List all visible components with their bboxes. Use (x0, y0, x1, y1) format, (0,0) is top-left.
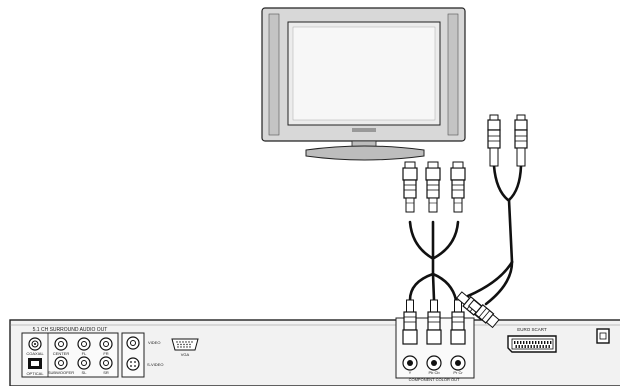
scart-port (507, 335, 557, 353)
component-cable-pb-bottom (431, 272, 436, 302)
surround-title-label: 5.1 CH SURROUND AUDIO OUT (33, 327, 108, 333)
optical-label: OPTICAL (26, 371, 44, 376)
sr-jack (99, 356, 113, 370)
plug-pb-bottom (426, 299, 442, 345)
audio-cable-right-top (507, 164, 523, 202)
plug-pb-top (425, 161, 441, 213)
video-jack (126, 336, 140, 350)
scart-label: EURO SCART (517, 327, 547, 332)
component-plugs-top (402, 161, 466, 213)
subwoofer-jack (54, 356, 68, 370)
cables (408, 164, 523, 306)
y-label: Y (409, 370, 412, 375)
pb-cb-label: Pb Cb (428, 370, 440, 375)
svideo-label: S-VIDEO (147, 362, 163, 367)
sl-jack (77, 356, 91, 370)
component-cable-pr-bottom (431, 272, 458, 302)
center-label: CENTER (53, 351, 70, 356)
fl-label: FL (82, 351, 87, 356)
audio-plugs-top (487, 114, 528, 167)
power-socket (596, 328, 610, 344)
component-plugs-bottom (402, 299, 466, 345)
tv-illustration (261, 7, 466, 161)
sl-label: SL (82, 370, 88, 375)
audio-plugs-bottom (455, 291, 500, 329)
audio-cable-left-bottom (466, 260, 514, 298)
audio-cable-trunk (507, 198, 514, 264)
coaxial-jack (28, 337, 42, 351)
audio-cable-left-top (492, 164, 510, 202)
plug-audio-right-top (514, 114, 528, 167)
component-cable-y-bottom (408, 272, 435, 302)
fr-label: FR (103, 351, 108, 356)
component-cable-y-top (408, 220, 434, 260)
sr-label: SR (103, 370, 109, 375)
plug-pr-top (450, 161, 466, 213)
audio-cable-right-bottom (484, 260, 514, 306)
vga-port (171, 338, 199, 351)
component-cable-pr-top (432, 220, 460, 260)
coaxial-label: COAXIAL (26, 351, 44, 356)
tv-speaker-left (268, 13, 280, 136)
optical-port (28, 358, 42, 369)
component-label: COMPONENT COLOR OUT (409, 377, 460, 382)
device-rear-panel: 5.1 CH SURROUND AUDIO OUT COAXIAL OPTICA… (9, 317, 620, 386)
component-y-jack (402, 355, 418, 371)
pr-cr-label: Pr Cr (453, 370, 463, 375)
tv-logo-strip (352, 128, 376, 132)
component-pr-jack (450, 355, 466, 371)
plug-pr-bottom (450, 299, 466, 345)
fr-jack (99, 337, 113, 351)
video-label: VIDEO (148, 340, 160, 345)
svideo-jack (126, 357, 140, 371)
center-jack (54, 337, 68, 351)
tv-speaker-right (447, 13, 459, 136)
fl-jack (77, 337, 91, 351)
subwoofer-label: SUBWOOFER (48, 370, 74, 375)
plug-y-bottom (402, 299, 418, 345)
component-pb-jack (426, 355, 442, 371)
plug-y-top (402, 161, 418, 213)
vga-label: VGA (181, 352, 190, 357)
tv-base (305, 145, 425, 161)
plug-audio-right-bottom (467, 299, 500, 329)
tv-screen-inner (292, 26, 436, 121)
plug-audio-left-top (487, 114, 501, 167)
